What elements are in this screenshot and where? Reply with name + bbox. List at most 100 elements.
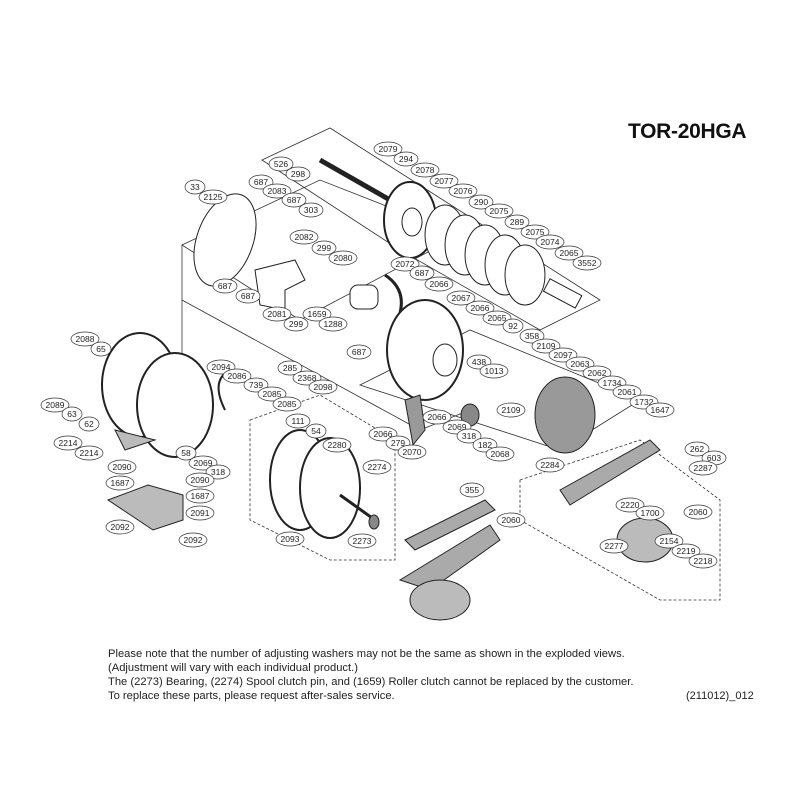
callout-bubble xyxy=(446,290,476,306)
callout-bubble xyxy=(390,256,420,272)
callout-part-2088: 2088 xyxy=(70,331,100,347)
callout-bubble xyxy=(448,183,478,199)
callout-part-687: 687 xyxy=(212,278,238,294)
callout-part-1687: 1687 xyxy=(105,475,135,491)
callout-part-358: 358 xyxy=(519,328,545,344)
callout-part-2086: 2086 xyxy=(222,368,252,384)
callout-number: 1647 xyxy=(651,405,670,415)
callout-number: 1732 xyxy=(635,397,654,407)
callout-number: 2060 xyxy=(502,515,521,525)
callout-bubble xyxy=(185,488,215,504)
callout-part-303: 303 xyxy=(298,202,324,218)
callout-number: 2075 xyxy=(526,227,545,237)
callout-part-1288: 1288 xyxy=(318,316,348,332)
callout-number: 2085 xyxy=(263,389,282,399)
callout-bubble xyxy=(362,459,392,475)
callout-bubble xyxy=(479,363,509,379)
callout-number: 54 xyxy=(311,426,321,436)
callout-bubble xyxy=(184,179,206,195)
callout-number: 2074 xyxy=(541,237,560,247)
callout-number: 739 xyxy=(249,380,263,390)
callout-bubble xyxy=(688,553,718,569)
callout-number: 687 xyxy=(218,281,232,291)
callout-part-289: 289 xyxy=(504,214,530,230)
callout-labels: 5262982079294207820772076290207528920752… xyxy=(40,141,727,569)
callout-part-2066: 2066 xyxy=(424,276,454,292)
callout-bubble xyxy=(318,316,348,332)
callout-number: 687 xyxy=(287,195,301,205)
callout-number: 2220 xyxy=(621,500,640,510)
callout-number: 2098 xyxy=(314,382,333,392)
lever xyxy=(404,394,426,447)
callout-bubble xyxy=(222,368,252,384)
callout-bubble xyxy=(212,278,238,294)
callout-part-294: 294 xyxy=(393,151,419,167)
callout-bubble xyxy=(243,377,269,393)
callout-number: 2070 xyxy=(403,447,422,457)
callout-bubble xyxy=(262,306,292,322)
callout-number: 2086 xyxy=(228,371,247,381)
callout-bubble xyxy=(615,497,645,513)
callout-bubble xyxy=(105,475,135,491)
main-gear-group-outline xyxy=(261,127,601,331)
callout-bubble xyxy=(373,141,403,157)
callout-bubble xyxy=(496,402,526,418)
callout-number: 2093 xyxy=(281,534,300,544)
callout-bubble xyxy=(485,446,515,462)
callout-bubble xyxy=(422,409,452,425)
callout-number: 2094 xyxy=(212,362,231,372)
callout-part-2109: 2109 xyxy=(496,402,526,418)
callout-part-687: 687 xyxy=(235,288,261,304)
callout-bubble xyxy=(298,202,324,218)
callout-part-687: 687 xyxy=(281,192,307,208)
callout-bubble xyxy=(397,444,427,460)
callout-bubble xyxy=(468,194,494,210)
callout-bubble xyxy=(198,189,228,205)
spool-group-outline xyxy=(249,394,396,561)
callout-number: 2066 xyxy=(374,429,393,439)
callout-bubble xyxy=(281,192,307,208)
callout-number: 111 xyxy=(292,416,305,426)
callout-part-2065: 2065 xyxy=(554,245,584,261)
callout-part-1687: 1687 xyxy=(185,488,215,504)
callout-number: 285 xyxy=(283,363,297,373)
callout-number: 318 xyxy=(211,467,225,477)
callout-number: 2154 xyxy=(660,536,679,546)
callout-part-2093: 2093 xyxy=(275,531,305,547)
frame-foot xyxy=(114,429,157,451)
callout-part-2068: 2068 xyxy=(485,446,515,462)
callout-number: 3552 xyxy=(578,258,597,268)
callout-bubble xyxy=(346,344,372,360)
callout-number: 1013 xyxy=(485,366,504,376)
callout-part-2076: 2076 xyxy=(448,183,478,199)
callout-part-2063: 2063 xyxy=(565,356,595,372)
callout-bubble xyxy=(482,310,512,326)
callout-number: 2077 xyxy=(435,176,454,186)
callout-bubble xyxy=(322,437,352,453)
callout-number: 2066 xyxy=(471,303,490,313)
callout-part-2075: 2075 xyxy=(520,224,550,240)
callout-number: 687 xyxy=(254,177,268,187)
callout-number: 1288 xyxy=(324,319,343,329)
handle-arm-plate xyxy=(404,499,496,551)
callout-number: 1687 xyxy=(111,478,130,488)
callout-number: 318 xyxy=(462,431,476,441)
callout-bubble xyxy=(53,435,83,451)
callout-part-2109: 2109 xyxy=(531,338,561,354)
callout-number: 2081 xyxy=(268,309,287,319)
callout-part-2090: 2090 xyxy=(107,459,137,475)
callout-part-2075: 2075 xyxy=(484,203,514,219)
callout-number: 2080 xyxy=(334,253,353,263)
callout-bubble xyxy=(275,531,305,547)
main-shaft xyxy=(542,278,583,309)
callout-bubble xyxy=(635,505,665,521)
callout-number: 58 xyxy=(181,448,191,458)
callout-number: 687 xyxy=(241,291,255,301)
callout-part-262: 262 xyxy=(684,441,710,457)
callout-bubble xyxy=(347,533,377,549)
callout-part-2082: 2082 xyxy=(289,229,319,245)
callout-number: 2109 xyxy=(502,405,521,415)
callout-part-687: 687 xyxy=(248,174,274,190)
frame-right-ring xyxy=(136,352,214,458)
callout-bubble xyxy=(285,166,311,182)
